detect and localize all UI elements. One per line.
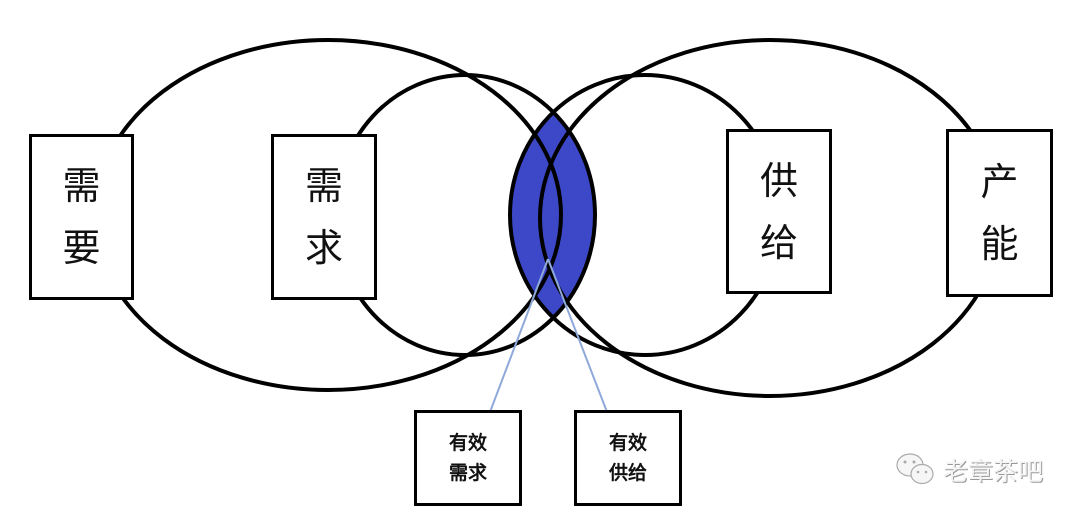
pointer-line-supply	[547, 258, 608, 413]
demand-label-1: 需	[304, 164, 343, 208]
need-box: 需 要	[29, 134, 134, 300]
demand-box: 需 求	[271, 134, 377, 300]
supply-label-2: 给	[759, 220, 798, 265]
need-label-1: 需	[62, 164, 101, 208]
need-label-2: 要	[62, 226, 101, 270]
effective-supply-label-1: 有效	[608, 432, 647, 454]
capacity-label-2: 能	[980, 222, 1019, 266]
effective-demand-label-2: 需求	[448, 462, 487, 484]
demand-label-2: 求	[304, 226, 343, 270]
watermark-text: 老章茶吧	[943, 457, 1044, 486]
capacity-label-1: 产	[980, 160, 1019, 204]
effective-demand-label-1: 有效	[448, 432, 487, 454]
pointer-line-demand	[489, 258, 549, 413]
supply-box: 供 给	[726, 129, 832, 294]
effective-demand-box: 有效 需求	[414, 410, 522, 506]
effective-supply-box: 有效 供给	[574, 410, 682, 506]
watermark: 老章茶吧	[895, 452, 1043, 488]
supply-label-1: 供	[759, 158, 798, 203]
wechat-icon	[896, 453, 934, 485]
effective-supply-label-2: 供给	[608, 462, 647, 484]
capacity-box: 产 能	[946, 129, 1053, 297]
